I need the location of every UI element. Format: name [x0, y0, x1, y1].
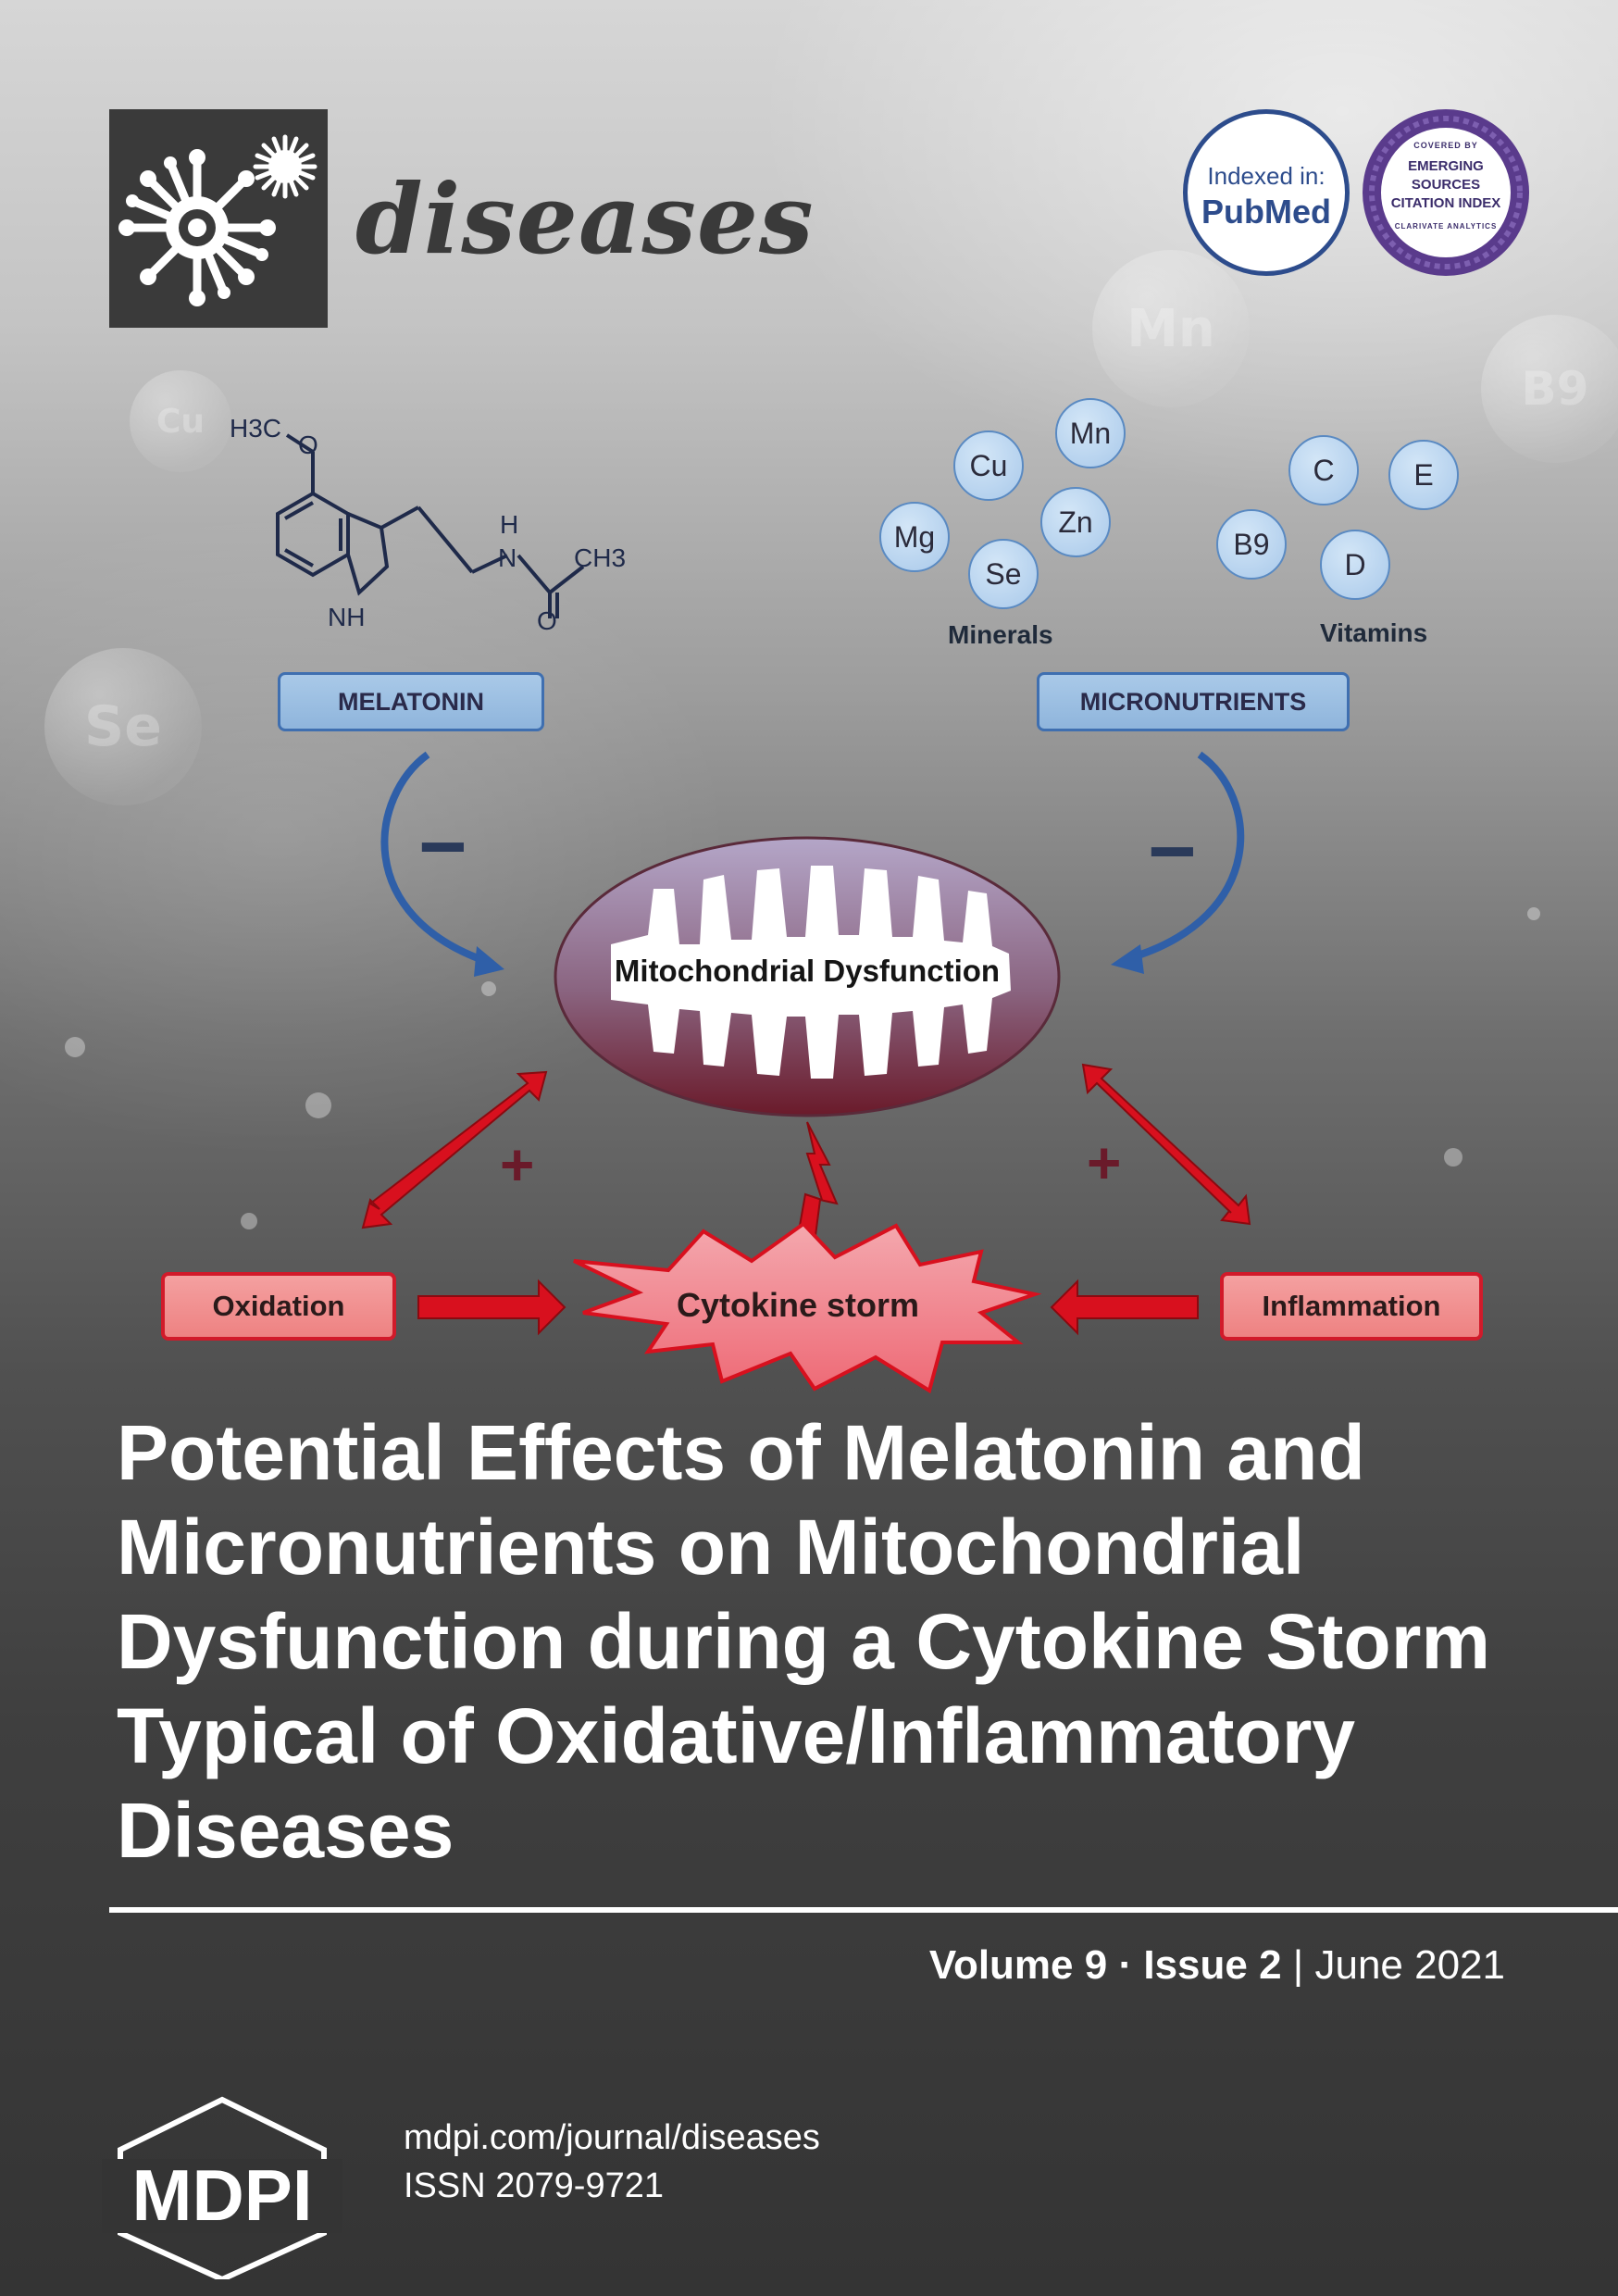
pubmed-badge-line2: PubMed: [1201, 193, 1331, 231]
inflammation-mitochondria-arrow: [1081, 1063, 1251, 1226]
issue-number: Issue 2: [1143, 1942, 1282, 1988]
vitamin-c: C: [1288, 435, 1359, 505]
melatonin-molecule: [276, 433, 585, 618]
vitamin-b9: B9: [1216, 509, 1287, 580]
melatonin-inhibition-arrow: [380, 751, 492, 967]
vitamin-e: E: [1388, 440, 1459, 510]
esci-covered-text: COVERED BY: [1413, 141, 1478, 150]
inflammation-label-box: Inflammation: [1220, 1272, 1483, 1341]
esci-footer-text: CLARIVATE ANALYTICS: [1394, 222, 1498, 231]
mineral-se: Se: [968, 539, 1039, 609]
micronutrients-arrow-head: [1111, 944, 1144, 974]
journal-logo: [109, 109, 328, 328]
oxidation-mitochondria-arrow: [361, 1070, 548, 1229]
background-bubble-se: Se: [44, 648, 202, 805]
background-speck: [65, 1037, 85, 1057]
issn-number: ISSN 2079-9721: [404, 2166, 664, 2205]
background-speck: [481, 981, 496, 996]
issue-bar: |: [1292, 1942, 1304, 1988]
mdpi-logo-text: MDPI: [132, 2154, 313, 2236]
title-divider: [109, 1907, 1618, 1913]
micronutrients-label-box: MICRONUTRIENTS: [1037, 672, 1350, 731]
esci-line2: SOURCES: [1411, 177, 1481, 193]
red-arrows: [361, 1063, 1251, 1336]
molecule-h3c: H3C: [230, 414, 281, 443]
background-speck: [1527, 907, 1540, 920]
mitochondria-label: Mitochondrial Dysfunction: [615, 954, 1000, 988]
esci-line1: EMERGING: [1408, 158, 1484, 174]
background-bubble-mn: Mn: [1092, 250, 1250, 407]
vitamin-d: D: [1320, 530, 1390, 600]
inflammation-cytokine-arrow: [1050, 1279, 1199, 1336]
vitamins-label: Vitamins: [1320, 618, 1428, 647]
right-plus-sign: +: [1087, 1129, 1121, 1196]
issue-info: Volume 9 · Issue 2 | June 2021: [929, 1942, 1505, 1989]
background-bubble-b9: B9: [1481, 315, 1618, 463]
esci-badge-inner: COVERED BY EMERGING SOURCES CITATION IND…: [1379, 126, 1512, 259]
melatonin-arrow-head: [474, 946, 504, 977]
left-plus-sign: +: [500, 1131, 534, 1198]
cytokine-storm-burst: [573, 1221, 1042, 1394]
journal-name: diseases: [355, 162, 815, 276]
mineral-cu: Cu: [953, 430, 1024, 501]
background-speck: [1444, 1148, 1462, 1167]
molecule-h: H: [500, 510, 518, 539]
molecule-ch3: CH3: [574, 543, 626, 572]
background-speck: [241, 1213, 257, 1229]
molecule-o: O: [298, 430, 318, 459]
diagram-graphics: H3C O H N CH3 O NH: [230, 414, 1251, 1394]
pubmed-badge: Indexed in: PubMed: [1183, 109, 1350, 276]
journal-url[interactable]: mdpi.com/journal/diseases: [404, 2118, 820, 2157]
molecule-n: N: [498, 543, 517, 572]
mineral-mn: Mn: [1055, 398, 1126, 468]
molecule-o2: O: [537, 606, 557, 635]
pubmed-badge-line1: Indexed in:: [1207, 162, 1326, 190]
melatonin-label-box: MELATONIN: [278, 672, 544, 731]
micronutrients-inhibition-arrow: [1127, 751, 1245, 962]
oxidation-label-box: Oxidation: [161, 1272, 396, 1341]
cytokine-storm-label: Cytokine storm: [677, 1286, 919, 1324]
article-title: Potential Effects of Melatonin and Micro…: [117, 1409, 1491, 1874]
background-speck: [305, 1092, 331, 1118]
issue-date: June 2021: [1314, 1942, 1505, 1988]
mitochondrion-cristae: [611, 866, 1011, 1079]
minerals-label: Minerals: [948, 620, 1053, 649]
esci-line3: CITATION INDEX: [1390, 195, 1501, 211]
melatonin-minus-sign: −: [418, 801, 467, 893]
issue-separator: ·: [1118, 1942, 1133, 1988]
mineral-zn: Zn: [1040, 487, 1111, 557]
virus-icon: [118, 134, 317, 306]
micronutrients-minus-sign: −: [1148, 805, 1197, 898]
esci-badge: COVERED BY EMERGING SOURCES CITATION IND…: [1363, 109, 1529, 276]
oxidation-cytokine-arrow: [417, 1279, 566, 1336]
mdpi-logo: MDPI: [102, 2096, 342, 2279]
molecule-nh: NH: [328, 603, 365, 631]
melatonin-molecule-text: H3C O H N CH3 O NH: [230, 414, 626, 635]
background-bubble-cu: Cu: [130, 370, 231, 472]
mineral-mg: Mg: [879, 502, 950, 572]
volume-number: Volume 9: [928, 1942, 1108, 1988]
esci-title: EMERGING SOURCES CITATION INDEX: [1381, 157, 1511, 213]
